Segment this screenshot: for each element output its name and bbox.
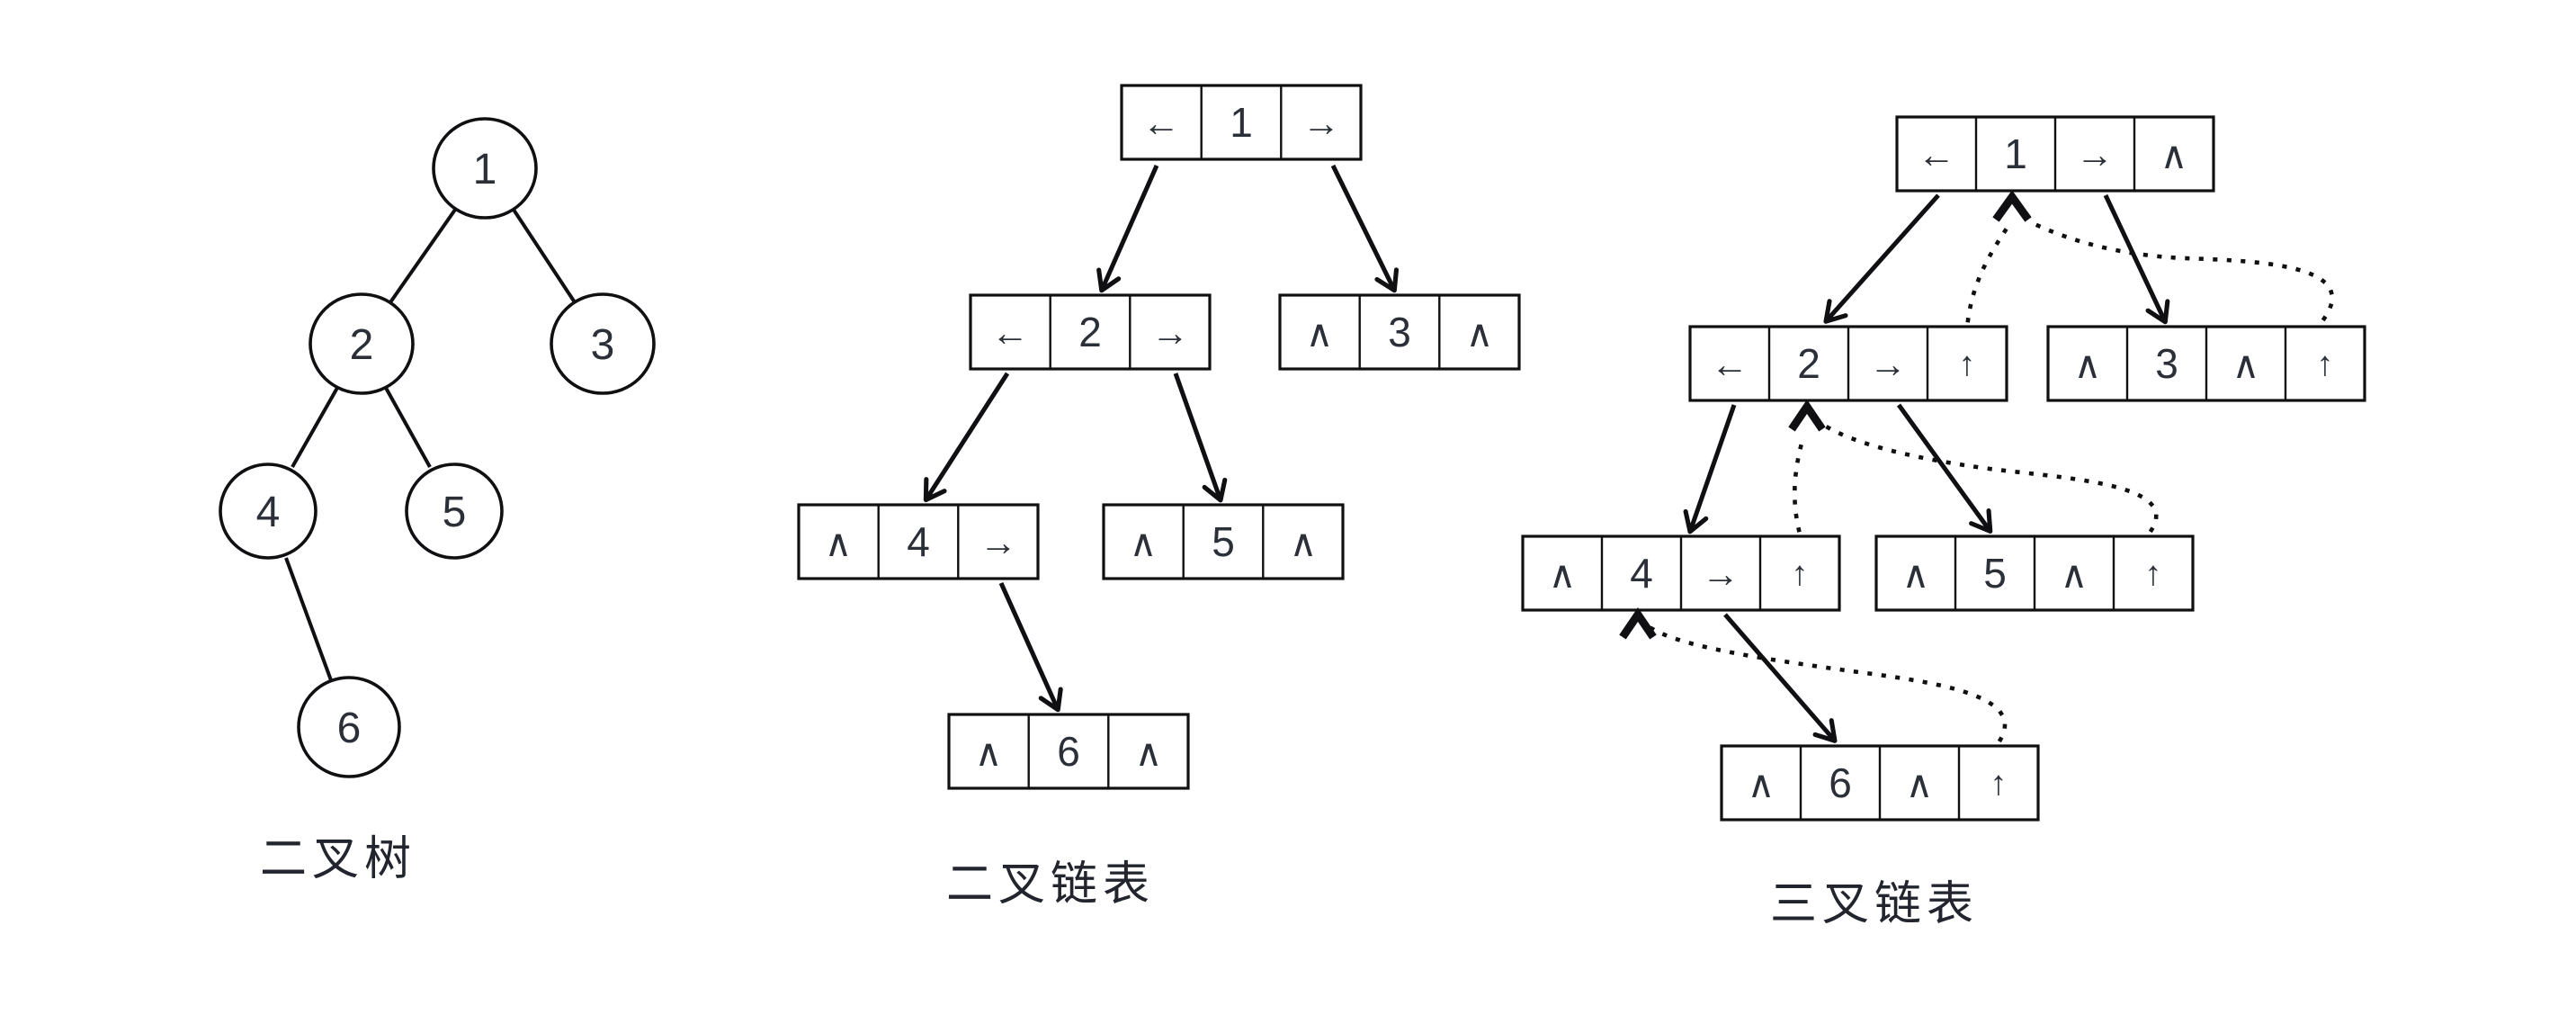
tree-edge-4-6 [284,557,333,681]
cell-data: 2 [1078,309,1102,355]
binary-linked-list-diagram: ← 1 → ← 2 → ∧ 3 ∧ ∧ 4 → ∧ 5 ∧ ∧ 6 ∧ 二叉链表 [797,84,1521,911]
cell-rchild: → [979,521,1017,563]
cell-parent: ∧ [2160,134,2188,176]
parent-arrow-3-1 [2029,220,2334,322]
list-node-box [1120,84,1363,161]
cell-lchild: ∧ [2074,344,2102,386]
cell-rchild: ∧ [1290,522,1318,564]
triple-linked-list-diagram: ← 1 → ∧ ← 2 → ↑ ∧ 3 ∧ ↑ ∧ 4 → ↑ ∧ 5 ∧ ↑ … [1521,115,2366,930]
parent-arrowhead-at-node1 [1992,190,2032,222]
cell-data: 4 [1630,550,1653,597]
cell-lchild: ∧ [1130,522,1158,564]
tree-node-circle [432,117,538,220]
child-arrow-1-2 [1823,193,1940,324]
tree-node-label: 6 [337,705,362,752]
child-arrow-2-5 [1173,373,1228,503]
list-node-box [797,503,1040,580]
parent-arrow-4-2 [1793,431,1807,533]
cell-lchild: ∧ [975,732,1003,774]
child-arrow-2-4 [1683,404,1737,534]
cell-data: 2 [1797,340,1820,387]
list-node-box [1688,325,2008,402]
cell-rchild: ∧ [1135,732,1163,774]
cell-rchild: → [1151,311,1189,354]
list-node-box [2046,325,2366,402]
list-node-box [1102,503,1345,580]
tree-edge-1-2 [389,208,457,304]
tree-node-circle [405,463,504,560]
parent-arrowhead-at-node2 [1788,399,1826,432]
cell-data: 5 [1212,518,1235,565]
cell-data: 6 [1057,728,1080,775]
cell-lchild: ← [991,311,1029,354]
cell-parent: ↑ [2317,346,2334,383]
tree-edge-2-5 [384,387,432,468]
child-arrow-1-3 [2103,193,2170,325]
cell-rchild: → [2076,133,2114,175]
child-arrow-4-6 [998,581,1063,713]
child-arrow-1-3 [1330,164,1400,293]
list-node-box [969,293,1212,371]
tree-node-label: 2 [350,321,374,369]
cell-rchild: → [1702,552,1740,595]
cell-rchild: → [1869,343,1907,385]
cell-parent: ↑ [1959,346,1976,383]
tree-edge-2-4 [291,387,339,468]
tree-node-circle [219,463,318,560]
cell-data: 6 [1829,759,1852,806]
cell-lchild: ∧ [1549,553,1577,596]
cell-lchild: ∧ [1306,312,1334,355]
cell-lchild: ∧ [1748,763,1775,805]
tree-edges [284,208,577,681]
cell-lchild: ∧ [825,522,853,564]
tree-node-circle [297,676,401,778]
cell-lchild: ← [1142,102,1180,144]
parent-arrow-5-2 [1820,421,2159,534]
triple-linked-list-caption: 三叉链表 [1770,878,1979,930]
binary-linked-list-caption: 二叉链表 [946,858,1155,911]
list-node-box [1895,115,2215,193]
list-node-box [1521,534,1841,612]
child-arrow-1-2 [1096,164,1159,293]
cell-parent: ↑ [1990,765,2008,803]
cell-lchild: ← [1918,133,1955,175]
cell-data: 4 [907,518,930,565]
cell-rchild: ∧ [2061,553,2089,596]
child-arrow-2-5 [1896,403,1993,534]
parent-arrow-2-1 [1965,225,2010,323]
cell-lchild: ∧ [1902,553,1930,596]
list-node-box [947,713,1190,790]
cell-data: 3 [1388,309,1411,355]
parent-arrow-6-4 [1646,624,2008,743]
list-node-box [1874,534,2195,612]
cell-data: 3 [2155,340,2178,387]
cell-parent: ↑ [2145,555,2162,593]
tree-node-circle [550,292,656,395]
cell-data: 1 [2004,130,2027,177]
tree-node-circle [309,292,415,395]
tree-nodes [219,117,656,778]
cell-data: 5 [1983,550,2007,597]
cell-parent: ↑ [1792,555,1809,593]
tree-node-label: 3 [591,321,615,369]
cell-data: 1 [1230,99,1253,146]
list-node-box [1720,744,2040,822]
child-arrow-4-6 [1723,613,1838,743]
list-node-box [1278,293,1521,371]
binary-tree-diagram: 1 2 3 4 5 6 二叉树 [219,117,656,885]
tree-node-label: 1 [473,146,497,193]
cell-lchild: ← [1711,343,1749,385]
tree-node-label: 4 [256,489,281,536]
cell-rchild: → [1302,102,1340,144]
cell-rchild: ∧ [1906,763,1934,805]
cell-rchild: ∧ [2232,344,2260,386]
binary-tree-caption: 二叉树 [260,833,416,885]
child-arrow-2-4 [923,372,1010,503]
cell-rchild: ∧ [1466,312,1494,355]
tree-edge-1-3 [512,208,577,304]
tree-node-label: 5 [443,489,467,536]
parent-arrowhead-at-node4 [1619,606,1657,640]
